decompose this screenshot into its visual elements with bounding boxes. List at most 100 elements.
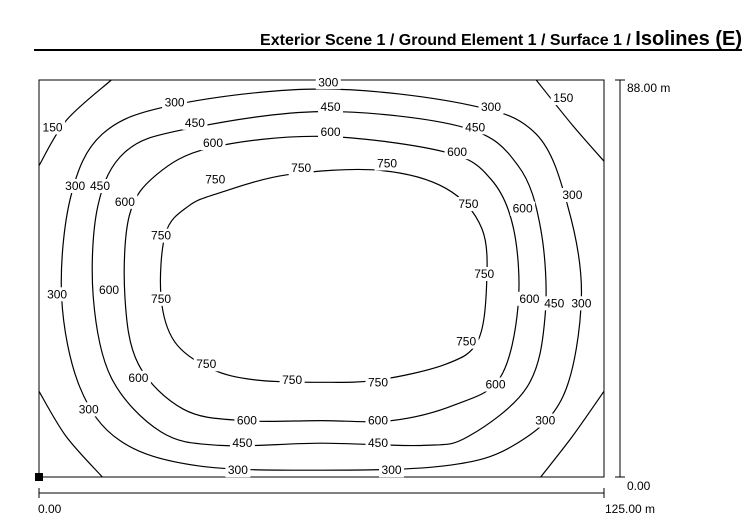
isoline-label-bg xyxy=(568,296,594,311)
isoline-label-bg xyxy=(229,436,255,451)
isoline-label-bg xyxy=(453,334,479,349)
header-rule xyxy=(34,49,742,51)
isoline-label: 450 xyxy=(321,100,341,114)
y-max-label: 88.00 m xyxy=(627,81,671,95)
isoline-label-bg xyxy=(288,160,314,175)
isoline-label: 600 xyxy=(237,414,257,428)
chart-title: Isolines (E) xyxy=(635,28,742,50)
isoline-label-bg xyxy=(444,145,470,160)
isoline-label: 300 xyxy=(165,96,185,110)
isoline-label: 150 xyxy=(553,91,573,105)
isoline-label-bg xyxy=(541,296,567,311)
isoline-label-bg xyxy=(471,266,497,281)
isoline-label: 750 xyxy=(474,267,494,281)
isoline-label-bg xyxy=(365,413,391,428)
x-min-label: 0.00 xyxy=(38,502,62,516)
isoline-label-bg xyxy=(516,291,542,306)
isoline-label-bg xyxy=(44,287,70,302)
isoline-label: 300 xyxy=(318,75,338,89)
isoline-label: 450 xyxy=(185,116,205,130)
isoline-label: 300 xyxy=(481,100,501,114)
isoline-label-bg xyxy=(455,197,481,212)
isoline-label-bg xyxy=(478,100,504,115)
isoline-label: 600 xyxy=(99,283,119,297)
isoline-150 xyxy=(540,390,605,478)
isoline-label: 600 xyxy=(321,125,341,139)
isoline-label-bg xyxy=(279,373,305,388)
isoline-label: 600 xyxy=(115,195,135,209)
isoline-label: 450 xyxy=(232,436,252,450)
isoline-label: 450 xyxy=(465,120,485,134)
isoline-label: 300 xyxy=(535,414,555,428)
isoline-label: 300 xyxy=(571,296,591,310)
isoline-label-bg xyxy=(202,172,228,187)
isoline-label-bg xyxy=(225,463,251,478)
isoline-label-bg xyxy=(76,402,102,417)
isoline-label-bg xyxy=(148,228,174,243)
isoline-label-bg xyxy=(318,100,344,115)
isoline-label-bg xyxy=(483,377,509,392)
isoline-label: 750 xyxy=(151,292,171,306)
isoline-label-bg xyxy=(162,95,188,110)
isoline-label-bg xyxy=(510,201,536,216)
isoline-label: 750 xyxy=(205,172,225,186)
isoline-label-bg xyxy=(148,291,174,306)
isoline-label: 300 xyxy=(65,179,85,193)
isoline-label-bg xyxy=(315,75,341,90)
isoline-label: 600 xyxy=(486,378,506,392)
isoline-label: 300 xyxy=(47,287,67,301)
isoline-label-bg xyxy=(62,179,88,194)
isoline-label-bg xyxy=(87,179,113,194)
isoline-label: 600 xyxy=(128,371,148,385)
isoline-label: 450 xyxy=(90,179,110,193)
isoline-150 xyxy=(38,390,103,478)
isoline-label: 600 xyxy=(447,145,467,159)
isoline-label: 750 xyxy=(196,357,216,371)
isoline-label-bg xyxy=(365,436,391,451)
isoline-label-bg xyxy=(318,124,344,139)
y-min-label: 0.00 xyxy=(627,479,651,493)
isoline-label-bg xyxy=(379,463,405,478)
isoline-600 xyxy=(123,135,520,423)
isoline-label: 750 xyxy=(458,197,478,211)
isoline-750 xyxy=(159,168,488,383)
isoline-label: 150 xyxy=(43,120,63,134)
isoline-label-bg xyxy=(462,120,488,135)
isoline-label-bg xyxy=(559,188,585,203)
isoline-label: 750 xyxy=(291,161,311,175)
isoline-label-bg xyxy=(112,194,138,209)
isoline-label: 750 xyxy=(377,156,397,170)
isoline-label: 300 xyxy=(382,463,402,477)
isoline-label: 600 xyxy=(203,136,223,150)
isoline-label-bg xyxy=(532,413,558,428)
isoline-150 xyxy=(535,79,605,162)
chart-header: Exterior Scene 1 / Ground Element 1 / Su… xyxy=(260,28,742,51)
isoline-label: 450 xyxy=(544,296,564,310)
isoline-label-bg xyxy=(182,115,208,130)
isoline-label-bg xyxy=(96,282,122,297)
isoline-label: 750 xyxy=(282,373,302,387)
isoline-label: 750 xyxy=(456,335,476,349)
isoline-label: 600 xyxy=(519,292,539,306)
isoline-150 xyxy=(38,79,112,167)
isoline-label: 300 xyxy=(79,402,99,416)
isoline-label-bg xyxy=(125,370,151,385)
origin-marker xyxy=(35,473,43,481)
scene-path: Exterior Scene 1 / Ground Element 1 / Su… xyxy=(260,32,636,49)
isoline-label-bg xyxy=(40,120,66,135)
isoline-label-bg xyxy=(200,136,226,151)
x-max-label: 125.00 m xyxy=(605,502,656,516)
isoline-label: 750 xyxy=(368,375,388,389)
isoline-label-bg xyxy=(365,375,391,390)
isoline-label-bg xyxy=(193,357,219,372)
isoline-label: 300 xyxy=(562,188,582,202)
isoline-label: 600 xyxy=(513,202,533,216)
isoline-label: 750 xyxy=(151,229,171,243)
isoline-label: 450 xyxy=(368,436,388,450)
isoline-label-bg xyxy=(374,156,400,171)
isoline-label-bg xyxy=(234,413,260,428)
isoline-label-bg xyxy=(550,91,576,106)
isoline-label: 600 xyxy=(368,414,388,428)
isoline-label: 300 xyxy=(228,463,248,477)
